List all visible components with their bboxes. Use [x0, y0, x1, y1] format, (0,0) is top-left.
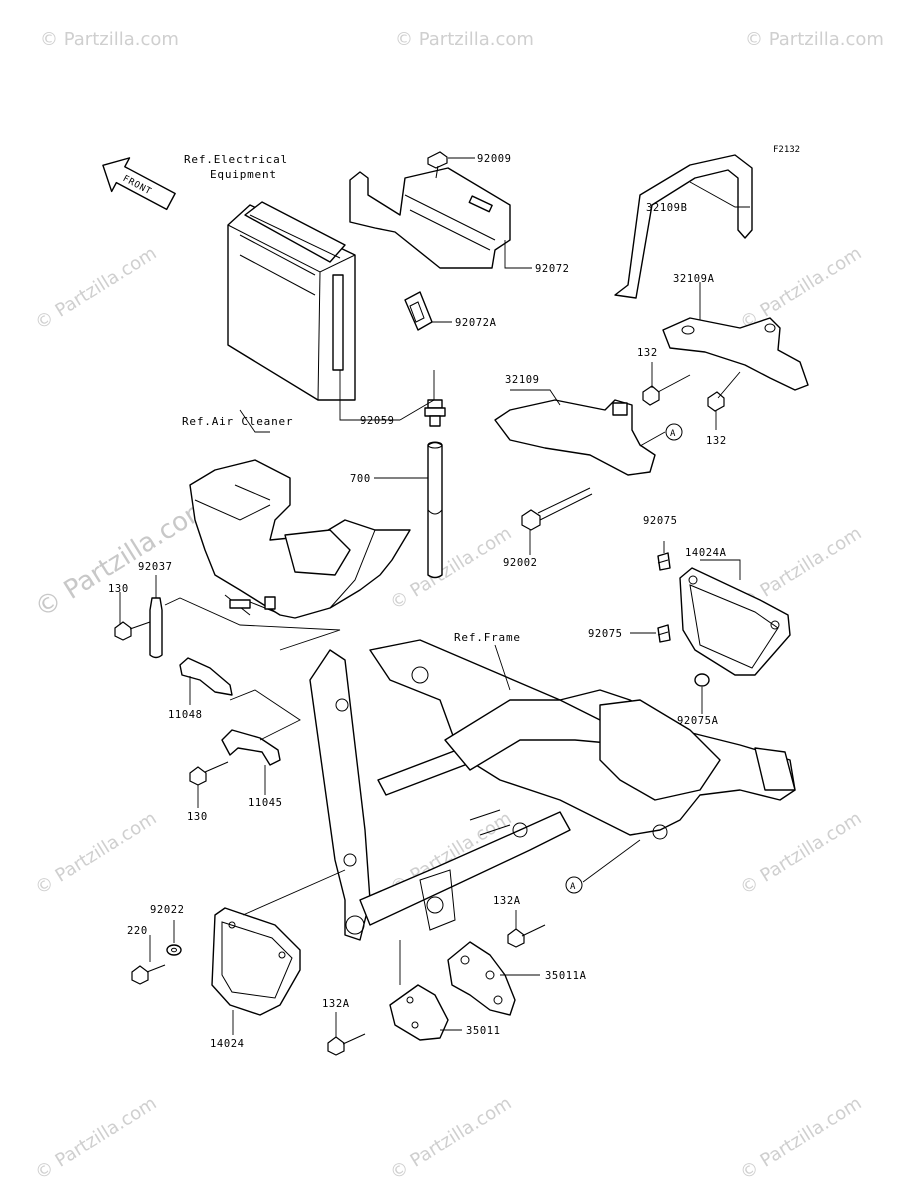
bolt-132-icon	[642, 374, 691, 406]
grommet-92059-icon	[424, 399, 446, 427]
leader-lines	[119, 157, 750, 1037]
watermark: © Partzilla.com	[32, 1093, 161, 1184]
callout-92072a: 92072A	[455, 317, 497, 329]
clip-92075-icon	[657, 552, 671, 571]
air-cleaner-case-part	[189, 459, 411, 619]
callout-700: 700	[350, 473, 371, 485]
bolt-130-icon	[189, 761, 229, 786]
watermark: © Partzilla.com	[32, 808, 161, 899]
bracket-32109a-part	[662, 317, 809, 391]
watermark: © Partzilla.com	[737, 243, 866, 334]
motorcycle-frame-part	[309, 639, 796, 941]
callout-32109a: 32109A	[673, 273, 715, 285]
callout-130: 130	[187, 811, 208, 823]
callout-14024: 14024	[210, 1038, 245, 1050]
washer-92022-icon	[166, 944, 182, 956]
bracket-11045-part	[221, 729, 281, 766]
grommet-92075a-icon	[694, 673, 710, 687]
side-cover-14024-part	[211, 907, 301, 1016]
front-arrow-icon: FRONT	[102, 157, 176, 211]
pad-92072a-icon	[404, 291, 433, 331]
rubber-92037-part	[149, 597, 163, 659]
callout-92075a: 92075A	[677, 715, 719, 727]
callout-92075: 92075	[588, 628, 623, 640]
bolt-130-icon	[114, 621, 151, 641]
reference-marker-a: A	[565, 876, 583, 894]
callout-92022: 92022	[150, 904, 185, 916]
callout-14024a: 14024A	[685, 547, 727, 559]
callout-32109: 32109	[505, 374, 540, 386]
ref-frame: Ref.Frame	[454, 631, 521, 644]
callout-132: 132	[637, 347, 658, 359]
bolt-220-icon	[131, 964, 166, 985]
watermark: © Partzilla.com	[387, 1093, 516, 1184]
watermark: © Partzilla.com	[32, 243, 161, 334]
bracket-11048-part	[179, 657, 233, 696]
bolt-92002-icon	[521, 487, 593, 531]
callout-92009: 92009	[477, 153, 512, 165]
watermark: © Partzilla.com	[40, 29, 179, 50]
bracket-35011a-part	[447, 941, 516, 1016]
watermark: © Partzilla.com	[30, 492, 216, 624]
callout-132a: 132A	[493, 895, 521, 907]
ref-electrical-line1: Ref.Electrical	[184, 153, 288, 166]
callout-92072: 92072	[535, 263, 570, 275]
figure-code: F2132	[773, 145, 800, 155]
callout-92037: 92037	[138, 561, 173, 573]
battery-strap-32109b-part	[614, 154, 753, 299]
clip-92075-icon	[657, 624, 671, 643]
callout-132: 132	[706, 435, 727, 447]
battery-part	[227, 201, 356, 401]
callout-35011: 35011	[466, 1025, 501, 1037]
battery-holder-bracket-part	[349, 167, 511, 269]
watermark: © Partzilla.com	[737, 808, 866, 899]
reference-marker-a-label: A	[570, 882, 576, 892]
callout-130: 130	[108, 583, 129, 595]
ref-electrical-line2: Equipment	[210, 168, 277, 181]
reference-marker-a: A	[665, 423, 683, 441]
bolt-132a-icon	[507, 924, 546, 948]
callout-132a: 132A	[322, 998, 350, 1010]
reference-marker-a-label: A	[670, 429, 676, 439]
side-cover-14024a-part	[679, 567, 791, 676]
watermark: © Partzilla.com	[395, 29, 534, 50]
ref-air-cleaner: Ref.Air Cleaner	[182, 415, 293, 428]
watermark: © Partzilla.com	[737, 1093, 866, 1184]
bolt-132a-icon	[327, 1033, 366, 1056]
bolt-92009-icon	[427, 151, 448, 179]
callout-92059: 92059	[360, 415, 395, 427]
bracket-32109-part	[494, 399, 656, 476]
callout-11048: 11048	[168, 709, 203, 721]
callout-92075: 92075	[643, 515, 678, 527]
tube-700-part	[427, 441, 443, 579]
bolt-132-icon	[707, 371, 741, 412]
callout-35011a: 35011A	[545, 970, 587, 982]
callout-32109b: 32109B	[646, 202, 688, 214]
callout-11045: 11045	[248, 797, 283, 809]
callout-220: 220	[127, 925, 148, 937]
bracket-35011-part	[389, 984, 449, 1041]
callout-92002: 92002	[503, 557, 538, 569]
watermark: © Partzilla.com	[745, 29, 884, 50]
